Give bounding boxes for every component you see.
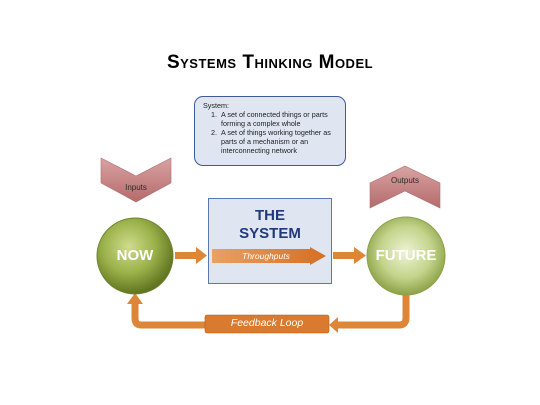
future-label: FUTURE xyxy=(375,247,437,264)
feedback-return-path xyxy=(131,302,205,329)
now-to-system-arrow xyxy=(175,252,197,259)
inputs-label: Inputs xyxy=(125,183,147,192)
outputs-chevron xyxy=(369,165,441,209)
throughputs-arrow xyxy=(212,247,326,265)
system-box: THE SYSTEM xyxy=(208,198,332,284)
outputs-label: Outputs xyxy=(390,176,419,185)
feedback-loop-path xyxy=(338,292,410,329)
system-title-line1: THE xyxy=(255,207,285,224)
definition-list: A set of connected things or parts formi… xyxy=(203,110,339,155)
feedback-loop-label: Feedback Loop xyxy=(230,317,304,329)
throughputs-label: Throughputs xyxy=(242,251,290,261)
definition-box: System: A set of connected things or par… xyxy=(194,96,346,166)
definition-item: A set of things working together as part… xyxy=(219,128,339,155)
now-circle xyxy=(96,217,174,295)
feedback-label-box xyxy=(204,314,330,334)
system-to-future-arrowhead xyxy=(354,247,366,264)
definition-heading: System: xyxy=(203,101,229,110)
system-title-line2: SYSTEM xyxy=(239,225,301,242)
feedback-arrowhead xyxy=(329,317,338,333)
now-to-system-arrowhead xyxy=(196,247,207,264)
now-label: NOW xyxy=(116,247,154,264)
future-circle xyxy=(366,216,446,296)
system-to-future-arrow xyxy=(333,252,355,259)
feedback-up-arrowhead xyxy=(127,293,143,304)
inputs-chevron xyxy=(100,157,172,203)
page-title: Systems Thinking Model xyxy=(166,52,374,73)
definition-item: A set of connected things or parts formi… xyxy=(219,110,339,128)
